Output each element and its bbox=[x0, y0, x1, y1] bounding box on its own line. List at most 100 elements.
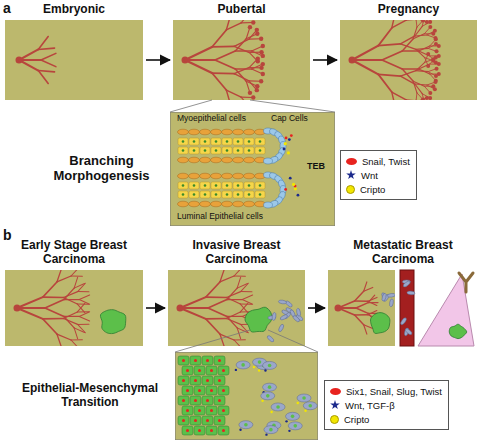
luminal-cell bbox=[178, 138, 188, 145]
duct-tip bbox=[261, 54, 265, 58]
migrating-cell bbox=[404, 328, 412, 336]
myoepithelial-cell bbox=[211, 129, 222, 135]
panel-heading: Branching Morphogenesis bbox=[39, 154, 164, 184]
mesenchymal-cell bbox=[288, 422, 302, 430]
luminal-cell bbox=[255, 147, 265, 154]
duct-branch bbox=[71, 268, 79, 276]
migrating-cell bbox=[402, 280, 411, 288]
myoepithelial-cell bbox=[200, 201, 211, 207]
duct-branch bbox=[382, 60, 402, 69]
luminal-cell bbox=[178, 182, 188, 189]
myoepithelial-cell bbox=[244, 157, 255, 163]
legend-text: Six1, Snail, Slug, Twist bbox=[346, 386, 442, 397]
epithelial-cell bbox=[190, 396, 201, 405]
duct-branch bbox=[352, 59, 382, 61]
legend-row: Cripto bbox=[330, 412, 442, 426]
nucleus bbox=[218, 379, 221, 382]
nucleus bbox=[194, 379, 197, 382]
legend-box: Snail, TwistWntCripto bbox=[340, 150, 417, 200]
duct-branch bbox=[77, 303, 84, 312]
luminal-cell bbox=[222, 147, 232, 154]
nucleus bbox=[266, 394, 270, 398]
duct-tip bbox=[259, 50, 263, 54]
duct-branch bbox=[402, 39, 413, 51]
duct-tip bbox=[259, 66, 263, 70]
myoepithelial-cell bbox=[233, 157, 244, 163]
duct-tip bbox=[386, 125, 390, 129]
legend-text: Snail, Twist bbox=[362, 156, 410, 167]
duct-tip bbox=[259, 79, 263, 83]
legend-text: Wnt bbox=[361, 170, 378, 181]
tissue-panel: Embryonic bbox=[5, 20, 143, 100]
legend-row: Cripto bbox=[346, 182, 410, 196]
epithelial-cell bbox=[182, 386, 193, 395]
myoepithelial-cell bbox=[211, 201, 222, 207]
duct-tip bbox=[431, 32, 435, 36]
nucleus bbox=[222, 369, 225, 372]
luminal-cell bbox=[178, 191, 188, 198]
duct-branch bbox=[368, 302, 378, 303]
epithelial-cell bbox=[214, 396, 225, 405]
myoepithelial-cell bbox=[211, 157, 222, 163]
nucleus bbox=[210, 409, 213, 412]
duct-branch bbox=[206, 296, 227, 298]
migrating-cell bbox=[381, 293, 387, 302]
signal-dot bbox=[235, 369, 237, 371]
myoepithelial-cell bbox=[178, 201, 189, 207]
invasive-carcinoma bbox=[168, 256, 305, 360]
duct-branch bbox=[382, 51, 402, 60]
duct-tip bbox=[248, 91, 252, 95]
duct-branch bbox=[338, 301, 355, 308]
luminal-cell bbox=[211, 147, 221, 154]
myoepithelial-cell bbox=[178, 173, 189, 179]
nucleus bbox=[268, 364, 272, 368]
luminal-cell bbox=[255, 182, 265, 189]
duct-tip bbox=[247, 104, 251, 108]
duct-branch bbox=[226, 90, 231, 106]
nucleus bbox=[222, 429, 225, 432]
epithelial-cell bbox=[214, 416, 225, 425]
nucleus bbox=[182, 399, 185, 402]
tissue-ground bbox=[328, 270, 395, 346]
duct-branch bbox=[400, 76, 414, 84]
duct-branch bbox=[356, 303, 368, 308]
migrating-cell bbox=[278, 300, 286, 305]
nucleus bbox=[194, 399, 197, 402]
nucleus bbox=[193, 184, 196, 187]
duct-tip bbox=[433, 80, 437, 84]
duct-branch bbox=[364, 287, 373, 291]
signal-dot bbox=[265, 433, 267, 435]
luminal-cell bbox=[200, 191, 210, 198]
luminal-cell bbox=[255, 138, 265, 145]
epithelial-cell bbox=[218, 406, 229, 415]
epithelial-cell bbox=[194, 406, 205, 415]
epithelial-cell bbox=[218, 386, 229, 395]
migrating-cell bbox=[400, 317, 408, 326]
epithelial-cell bbox=[214, 356, 225, 365]
duct-branch bbox=[419, 46, 430, 51]
duct-branch bbox=[77, 311, 88, 312]
pregnancy-gland bbox=[340, 0, 477, 131]
panel-heading: Pubertal bbox=[174, 3, 310, 17]
duct-branch bbox=[41, 53, 56, 60]
duct-branch bbox=[64, 318, 78, 324]
stage-arrow bbox=[146, 307, 165, 309]
duct-branch bbox=[180, 297, 206, 308]
duct-branch bbox=[403, 0, 411, 2]
duct-branch bbox=[413, 34, 424, 39]
duct-tip bbox=[433, 87, 437, 91]
duct-branch bbox=[388, 120, 393, 127]
epithelial-cell bbox=[178, 356, 189, 365]
duct-tip bbox=[255, 32, 259, 36]
duct-branch bbox=[415, 93, 417, 102]
nucleus bbox=[226, 184, 229, 187]
nucleus bbox=[186, 369, 189, 372]
nucleus bbox=[259, 193, 262, 196]
duct-tip bbox=[261, 62, 265, 66]
nucleus bbox=[215, 184, 218, 187]
luminal-cell bbox=[200, 147, 210, 154]
duct-tip bbox=[435, 67, 439, 71]
duct-branch bbox=[185, 59, 215, 61]
duct-tip bbox=[393, 127, 397, 131]
duct-branch bbox=[338, 308, 355, 315]
